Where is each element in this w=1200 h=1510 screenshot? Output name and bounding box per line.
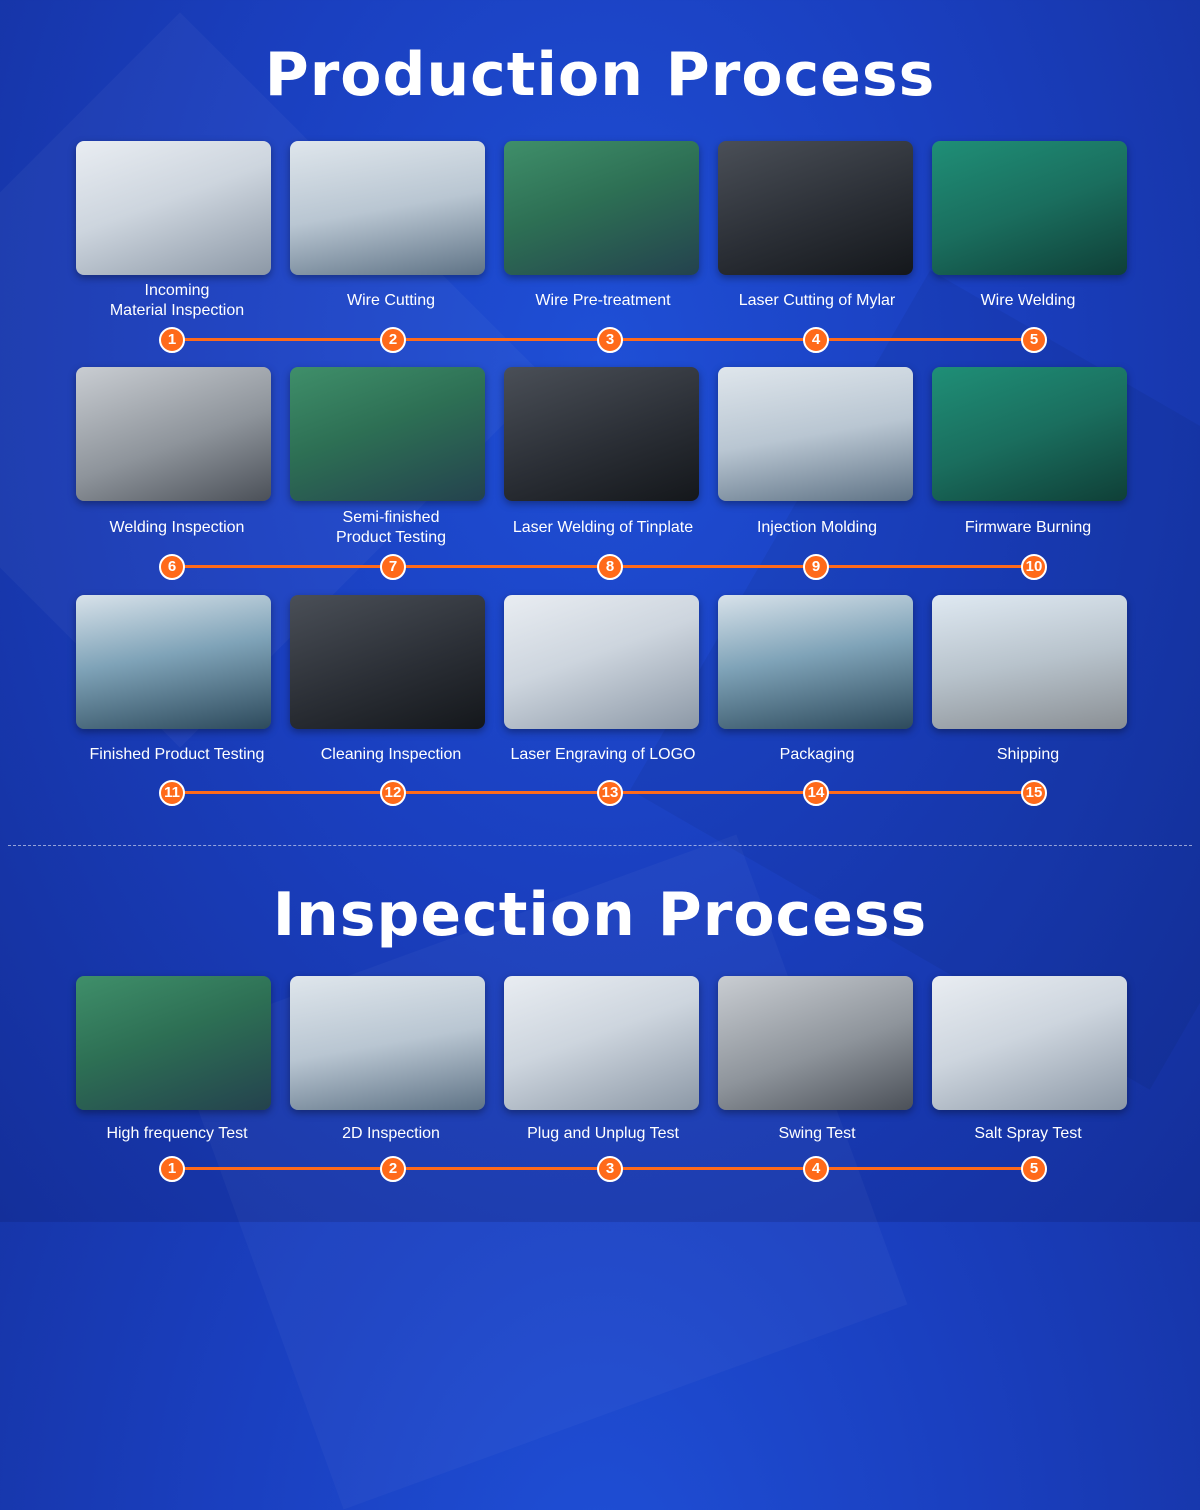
production-step-number: 15 — [1021, 780, 1047, 806]
inspection-step-photo — [932, 976, 1127, 1110]
photo-thumbnail — [718, 595, 913, 729]
photo-thumbnail — [718, 367, 913, 501]
production-step-number: 7 — [380, 554, 406, 580]
production-step-photo — [76, 141, 271, 275]
production-step-label: Incoming Material Inspection — [109, 282, 245, 319]
photo-thumbnail — [290, 976, 485, 1110]
inspection-step-label: Plug and Unplug Test — [527, 1125, 679, 1142]
production-step-photo — [76, 595, 271, 729]
production-step-label: Laser Engraving of LOGO — [510, 746, 696, 763]
production-step-number: 11 — [159, 780, 185, 806]
production-step-photo — [932, 367, 1127, 501]
production-step-number: 8 — [597, 554, 623, 580]
production-step-number: 3 — [597, 327, 623, 353]
production-step-photo — [718, 595, 913, 729]
production-step-number: 14 — [803, 780, 829, 806]
inspection-step-photo — [504, 976, 699, 1110]
section-divider — [8, 845, 1192, 846]
photo-thumbnail — [76, 367, 271, 501]
production-step-photo — [504, 367, 699, 501]
photo-thumbnail — [718, 976, 913, 1110]
inspection-step-photo — [718, 976, 913, 1110]
production-step-photo — [76, 367, 271, 501]
production-title: Production Process — [264, 40, 936, 110]
production-step-photo — [932, 141, 1127, 275]
production-step-number: 10 — [1021, 554, 1047, 580]
photo-thumbnail — [718, 141, 913, 275]
production-step-label: Packaging — [779, 746, 855, 763]
photo-thumbnail — [504, 141, 699, 275]
production-step-number: 12 — [380, 780, 406, 806]
production-step-number: 1 — [159, 327, 185, 353]
inspection-step-number: 5 — [1021, 1156, 1047, 1182]
photo-thumbnail — [932, 595, 1127, 729]
production-step-label: Wire Welding — [980, 292, 1076, 309]
production-step-photo — [718, 141, 913, 275]
production-step-number: 2 — [380, 327, 406, 353]
production-step-label: Laser Cutting of Mylar — [738, 292, 896, 309]
photo-thumbnail — [932, 141, 1127, 275]
production-step-label: Shipping — [996, 746, 1060, 763]
inspection-title: Inspection Process — [272, 880, 928, 950]
production-step-label: Cleaning Inspection — [320, 746, 462, 763]
production-step-photo — [932, 595, 1127, 729]
production-step-number: 5 — [1021, 327, 1047, 353]
photo-thumbnail — [290, 595, 485, 729]
production-step-label: Firmware Burning — [964, 519, 1092, 536]
inspection-step-number: 1 — [159, 1156, 185, 1182]
photo-thumbnail — [504, 976, 699, 1110]
photo-thumbnail — [76, 976, 271, 1110]
production-step-label: Welding Inspection — [109, 519, 245, 536]
production-step-label: Injection Molding — [756, 519, 878, 536]
inspection-step-number: 2 — [380, 1156, 406, 1182]
photo-thumbnail — [76, 595, 271, 729]
production-step-label: Wire Cutting — [346, 292, 436, 309]
production-step-photo — [718, 367, 913, 501]
photo-thumbnail — [504, 595, 699, 729]
production-step-number: 6 — [159, 554, 185, 580]
inspection-step-number: 4 — [803, 1156, 829, 1182]
photo-thumbnail — [504, 367, 699, 501]
inspection-step-label: 2D Inspection — [342, 1125, 440, 1142]
inspection-step-number: 3 — [597, 1156, 623, 1182]
production-step-number: 4 — [803, 327, 829, 353]
inspection-step-label: High frequency Test — [106, 1125, 248, 1142]
production-step-number: 9 — [803, 554, 829, 580]
production-step-photo — [290, 367, 485, 501]
production-step-number: 13 — [597, 780, 623, 806]
photo-thumbnail — [290, 367, 485, 501]
production-step-label: Wire Pre-treatment — [535, 292, 671, 309]
production-step-photo — [504, 595, 699, 729]
production-step-photo — [504, 141, 699, 275]
inspection-step-label: Salt Spray Test — [974, 1125, 1082, 1142]
photo-thumbnail — [76, 141, 271, 275]
production-step-photo — [290, 595, 485, 729]
production-step-label: Semi-finished Product Testing — [336, 509, 446, 546]
inspection-step-photo — [76, 976, 271, 1110]
photo-thumbnail — [932, 367, 1127, 501]
photo-thumbnail — [290, 141, 485, 275]
production-step-photo — [290, 141, 485, 275]
photo-thumbnail — [932, 976, 1127, 1110]
inspection-step-photo — [290, 976, 485, 1110]
production-step-label: Laser Welding of Tinplate — [512, 519, 694, 536]
production-step-label: Finished Product Testing — [89, 746, 265, 763]
inspection-step-label: Swing Test — [778, 1125, 856, 1142]
